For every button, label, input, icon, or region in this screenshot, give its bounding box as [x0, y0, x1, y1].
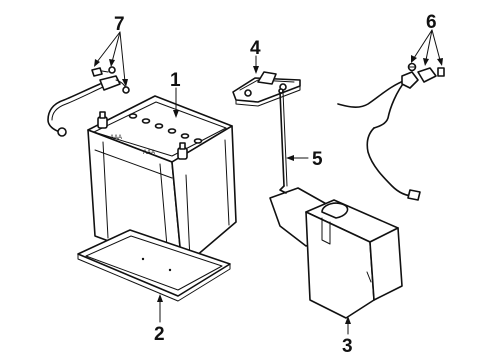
positive-cable-bolt: [91, 67, 109, 77]
battery: AAA AAA: [87, 95, 237, 269]
hold-down-clamp: [232, 71, 301, 107]
callout-4: 4: [250, 38, 261, 59]
positive-terminal: [97, 111, 108, 129]
callout-5: 5: [312, 149, 323, 170]
cell-caps: [128, 113, 203, 144]
negative-cable: [337, 62, 445, 201]
battery-marking-right: AAA: [143, 150, 155, 156]
battery-tray: [77, 229, 231, 302]
positive-cable-nut: [108, 66, 130, 94]
hold-down-rod: [278, 88, 288, 194]
negative-cable-bolt: [407, 62, 417, 72]
callout-6: 6: [426, 12, 437, 33]
leader-lines: [94, 29, 443, 335]
callout-1: 1: [170, 70, 181, 91]
callout-3: 3: [342, 336, 353, 357]
callout-2: 2: [154, 324, 165, 345]
positive-cable: [47, 66, 130, 137]
negative-cable-nut: [437, 67, 445, 77]
battery-box: [269, 187, 403, 319]
battery-marking-left: AAA: [110, 135, 122, 141]
negative-terminal: [177, 142, 188, 160]
callout-7: 7: [114, 14, 125, 35]
